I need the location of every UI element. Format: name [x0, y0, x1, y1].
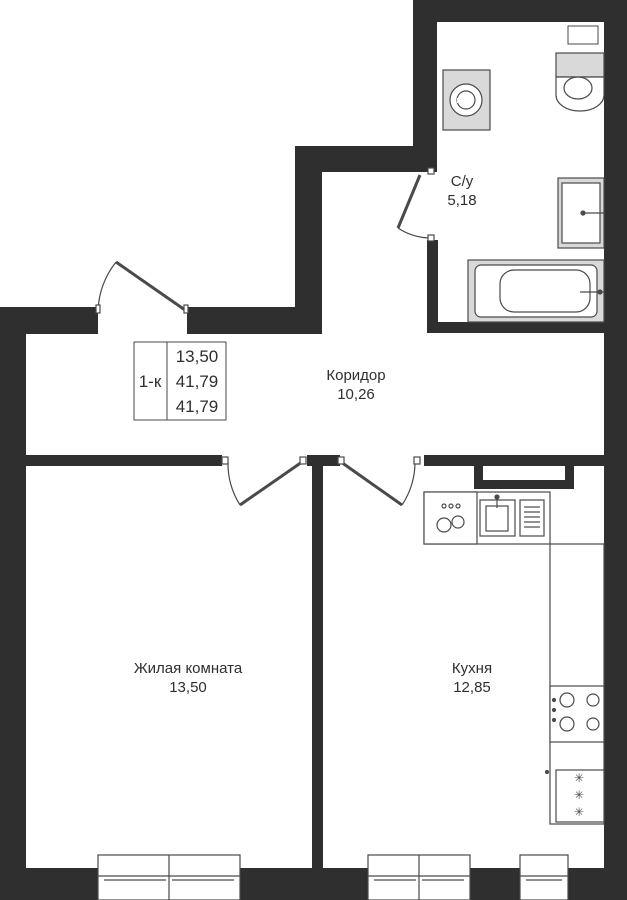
bathroom-area: 5,18: [447, 192, 476, 209]
wall-left: [0, 307, 26, 900]
wall-bottom-2: [240, 868, 312, 900]
wall-partition: [312, 455, 323, 900]
window-kitchen: [367, 854, 471, 900]
dishwasher-icon: [423, 491, 478, 545]
window-kitchen-small: [519, 854, 569, 900]
wall-bottom-4: [470, 868, 520, 900]
living-door[interactable]: [221, 456, 307, 507]
wall-bath-left-lower: [427, 240, 438, 333]
vent-box-inner: [483, 466, 565, 480]
kitchen-area: 12,85: [453, 679, 491, 696]
living-room-name: Жилая комната: [134, 660, 243, 677]
bathroom-fixtures: [442, 52, 605, 323]
wall-bath-bottom: [427, 322, 627, 333]
toilet-icon: [555, 52, 605, 112]
corridor-name: Коридор: [326, 367, 385, 384]
total-area-value-2: 41,79: [176, 397, 219, 416]
bath-vent-grid: [440, 26, 485, 59]
washing-machine-icon: [442, 69, 491, 131]
corridor-area: 10,26: [337, 386, 375, 403]
room-labels: С/у 5,18 Коридор 10,26 Жилая комната 13,…: [134, 173, 492, 696]
wall-right: [604, 0, 627, 900]
wall-mid-left: [26, 455, 222, 466]
bath-top-window-inner: [567, 25, 599, 45]
doors: [95, 167, 435, 507]
bathtub-icon: [467, 259, 605, 323]
wall-bath-left-upper: [413, 0, 437, 172]
apartment-summary: 1-к 13,50 41,79 41,79: [133, 341, 227, 421]
window-living: [97, 854, 241, 900]
washbasin-icon: [557, 177, 605, 249]
wall-bath-top: [413, 0, 627, 22]
bath-top-window: [497, 26, 604, 44]
svg-text:✳: ✳: [574, 788, 584, 802]
wall-bottom-5: [568, 868, 604, 900]
windows: [97, 854, 569, 900]
wall-bottom-3: [323, 868, 368, 900]
svg-text:✳: ✳: [574, 771, 584, 785]
apartment-type: 1-к: [139, 372, 162, 391]
bathroom-door[interactable]: [396, 167, 435, 242]
wall-top-left: [0, 307, 98, 334]
living-area-value: 13,50: [176, 347, 219, 366]
kitchen-fixtures: ✳ ✳ ✳: [423, 491, 605, 825]
sink-icon: [479, 494, 545, 537]
total-area-value: 41,79: [176, 372, 219, 391]
entry-door[interactable]: [95, 260, 189, 314]
living-room-area: 13,50: [169, 679, 207, 696]
wall-bottom-1: [26, 868, 98, 900]
wall-step-horizontal: [295, 146, 430, 172]
fridge-icon: ✳ ✳ ✳: [544, 769, 605, 823]
wall-step-vertical: [295, 146, 322, 334]
bathroom-name: С/у: [451, 173, 474, 190]
wall-center-column: [307, 455, 340, 466]
stove-icon: [549, 685, 605, 743]
kitchen-name: Кухня: [452, 660, 492, 677]
wall-bath-left-stub: [426, 160, 437, 172]
kitchen-door[interactable]: [337, 456, 421, 507]
svg-text:✳: ✳: [574, 805, 584, 819]
